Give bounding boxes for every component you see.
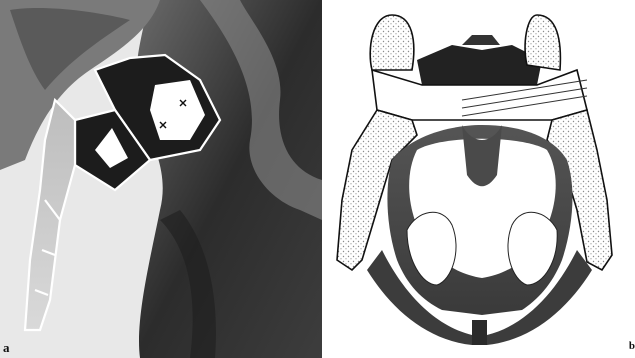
- panel-a-image: [0, 0, 322, 358]
- panel-a: a: [0, 0, 322, 358]
- panel-label-b: b: [629, 340, 635, 352]
- panel-b-image: [322, 0, 635, 358]
- panel-label-a: a: [3, 340, 10, 356]
- panel-b: b: [322, 0, 635, 358]
